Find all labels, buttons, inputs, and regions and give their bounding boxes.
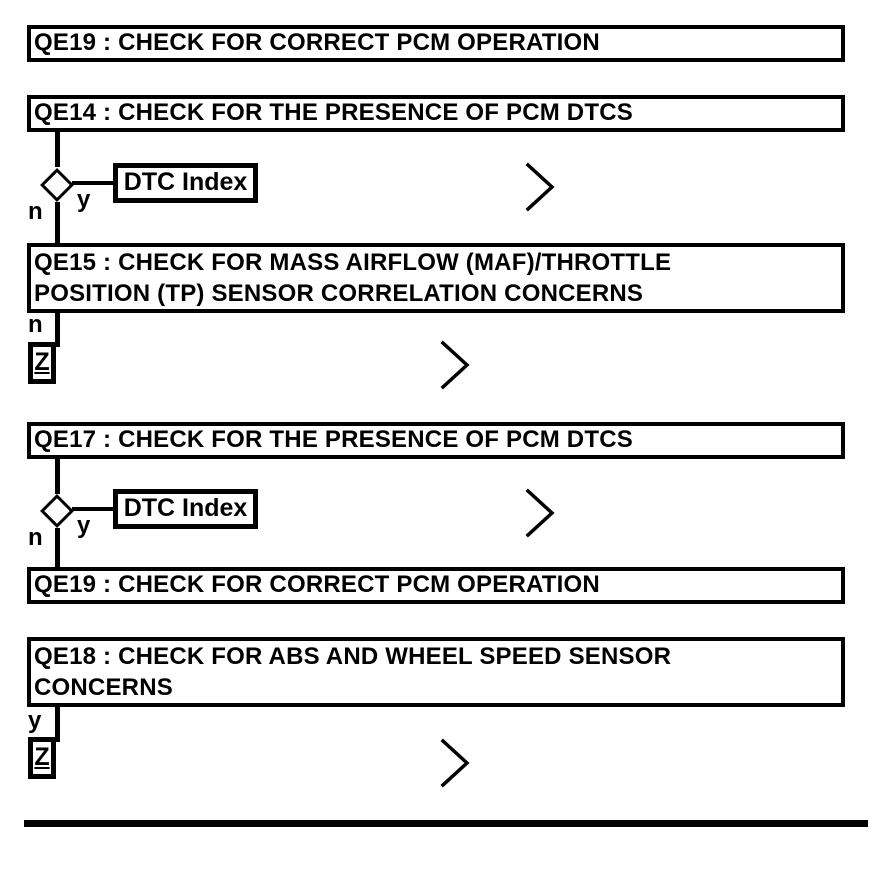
branch-label-yes: y — [77, 186, 91, 213]
section-divider — [24, 820, 868, 827]
decision-diamond — [40, 168, 74, 202]
connector-line-horizontal — [72, 507, 113, 511]
step-label: QE19 : CHECK FOR CORRECT PCM OPERATION — [34, 29, 600, 56]
connector-line-vertical — [55, 707, 60, 742]
chevron-right-icon — [525, 162, 555, 212]
step-label: QE15 : CHECK FOR MASS AIRFLOW (MAF)/THRO… — [34, 249, 672, 276]
z-connector-link[interactable]: Z — [28, 342, 56, 384]
step-box-qe19-bottom[interactable]: QE19 : CHECK FOR CORRECT PCM OPERATION — [27, 567, 845, 604]
branch-label-no: n — [28, 198, 43, 225]
connector-line-horizontal — [72, 181, 113, 185]
step-box-qe19-top[interactable]: QE19 : CHECK FOR CORRECT PCM OPERATION — [27, 25, 845, 62]
connector-line-vertical — [55, 528, 60, 567]
decision-diamond — [40, 494, 74, 528]
dtc-index-label: DTC Index — [123, 494, 248, 522]
connector-line-vertical — [55, 459, 60, 494]
z-connector-label: Z — [34, 743, 50, 771]
chevron-right-icon — [440, 340, 470, 390]
branch-label-no: n — [28, 311, 43, 338]
step-box-qe14[interactable]: QE14 : CHECK FOR THE PRESENCE OF PCM DTC… — [27, 95, 845, 132]
step-box-qe15[interactable]: QE15 : CHECK FOR MASS AIRFLOW (MAF)/THRO… — [27, 243, 845, 313]
connector-line-vertical — [55, 132, 60, 167]
z-connector-label: Z — [34, 348, 50, 376]
chevron-right-icon — [440, 738, 470, 788]
dtc-index-label: DTC Index — [123, 168, 248, 196]
connector-line-vertical — [55, 202, 60, 243]
step-label: QE18 : CHECK FOR ABS AND WHEEL SPEED SEN… — [34, 643, 672, 670]
step-label: POSITION (TP) SENSOR CORRELATION CONCERN… — [34, 280, 644, 307]
step-box-qe17[interactable]: QE17 : CHECK FOR THE PRESENCE OF PCM DTC… — [27, 422, 845, 459]
step-label: QE14 : CHECK FOR THE PRESENCE OF PCM DTC… — [34, 99, 633, 126]
step-label: QE19 : CHECK FOR CORRECT PCM OPERATION — [34, 571, 600, 598]
step-label: CONCERNS — [34, 674, 173, 701]
branch-label-yes: y — [28, 707, 42, 734]
dtc-index-link[interactable]: DTC Index — [113, 163, 258, 203]
connector-line-vertical — [55, 313, 60, 347]
step-box-qe18[interactable]: QE18 : CHECK FOR ABS AND WHEEL SPEED SEN… — [27, 637, 845, 707]
z-connector-link[interactable]: Z — [28, 737, 56, 779]
step-label: QE17 : CHECK FOR THE PRESENCE OF PCM DTC… — [34, 426, 633, 453]
dtc-index-link[interactable]: DTC Index — [113, 489, 258, 529]
chevron-right-icon — [525, 488, 555, 538]
branch-label-yes: y — [77, 512, 91, 539]
branch-label-no: n — [28, 524, 43, 551]
